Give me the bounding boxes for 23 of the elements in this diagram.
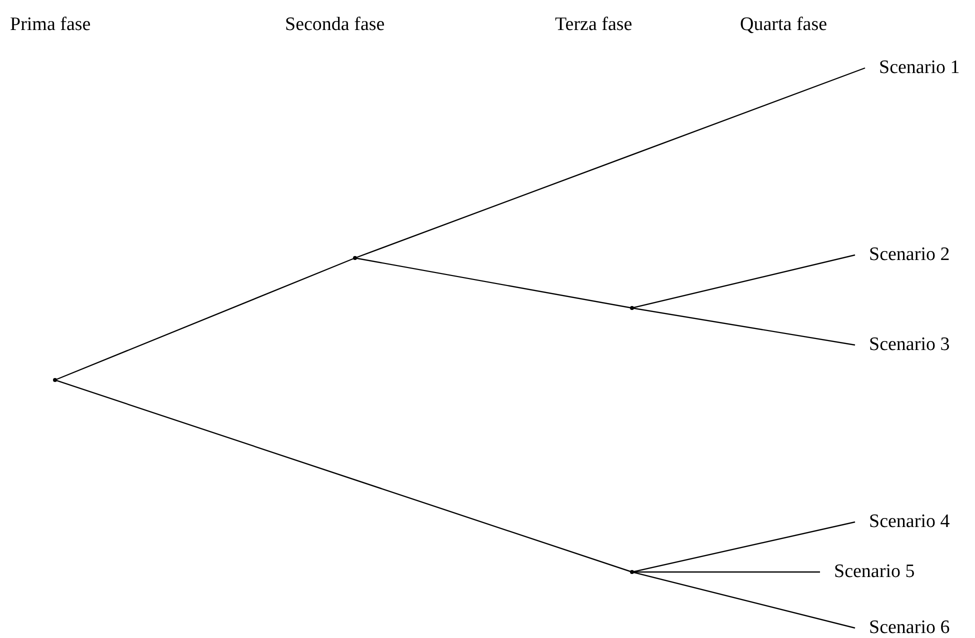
scenario-label: Scenario 6 — [855, 616, 950, 638]
scenario-label: Scenario 5 — [820, 560, 915, 584]
branch-line — [354, 257, 632, 309]
scenario-label: Scenario 3 — [855, 333, 950, 357]
scenario-label: Scenario 2 — [855, 243, 950, 267]
branch-line — [632, 307, 856, 346]
branch-line — [354, 67, 866, 259]
branch-line — [632, 571, 856, 629]
scenario-label: Scenario 1 — [865, 56, 960, 80]
branch-line — [632, 254, 856, 309]
branch-line — [54, 257, 356, 381]
branch-line — [54, 379, 632, 573]
branch-line — [632, 521, 856, 573]
junction-dot — [353, 256, 357, 260]
phase-heading: Terza fase — [555, 13, 632, 37]
phase-heading: Quarta fase — [740, 13, 828, 37]
junction-dot — [630, 306, 634, 310]
junction-dot — [53, 378, 57, 382]
phase-heading: Seconda fase — [285, 13, 385, 37]
phase-heading: Prima fase — [10, 13, 91, 37]
junction-dot — [630, 570, 634, 574]
scenario-label: Scenario 4 — [855, 510, 950, 534]
branch-line — [632, 571, 820, 573]
